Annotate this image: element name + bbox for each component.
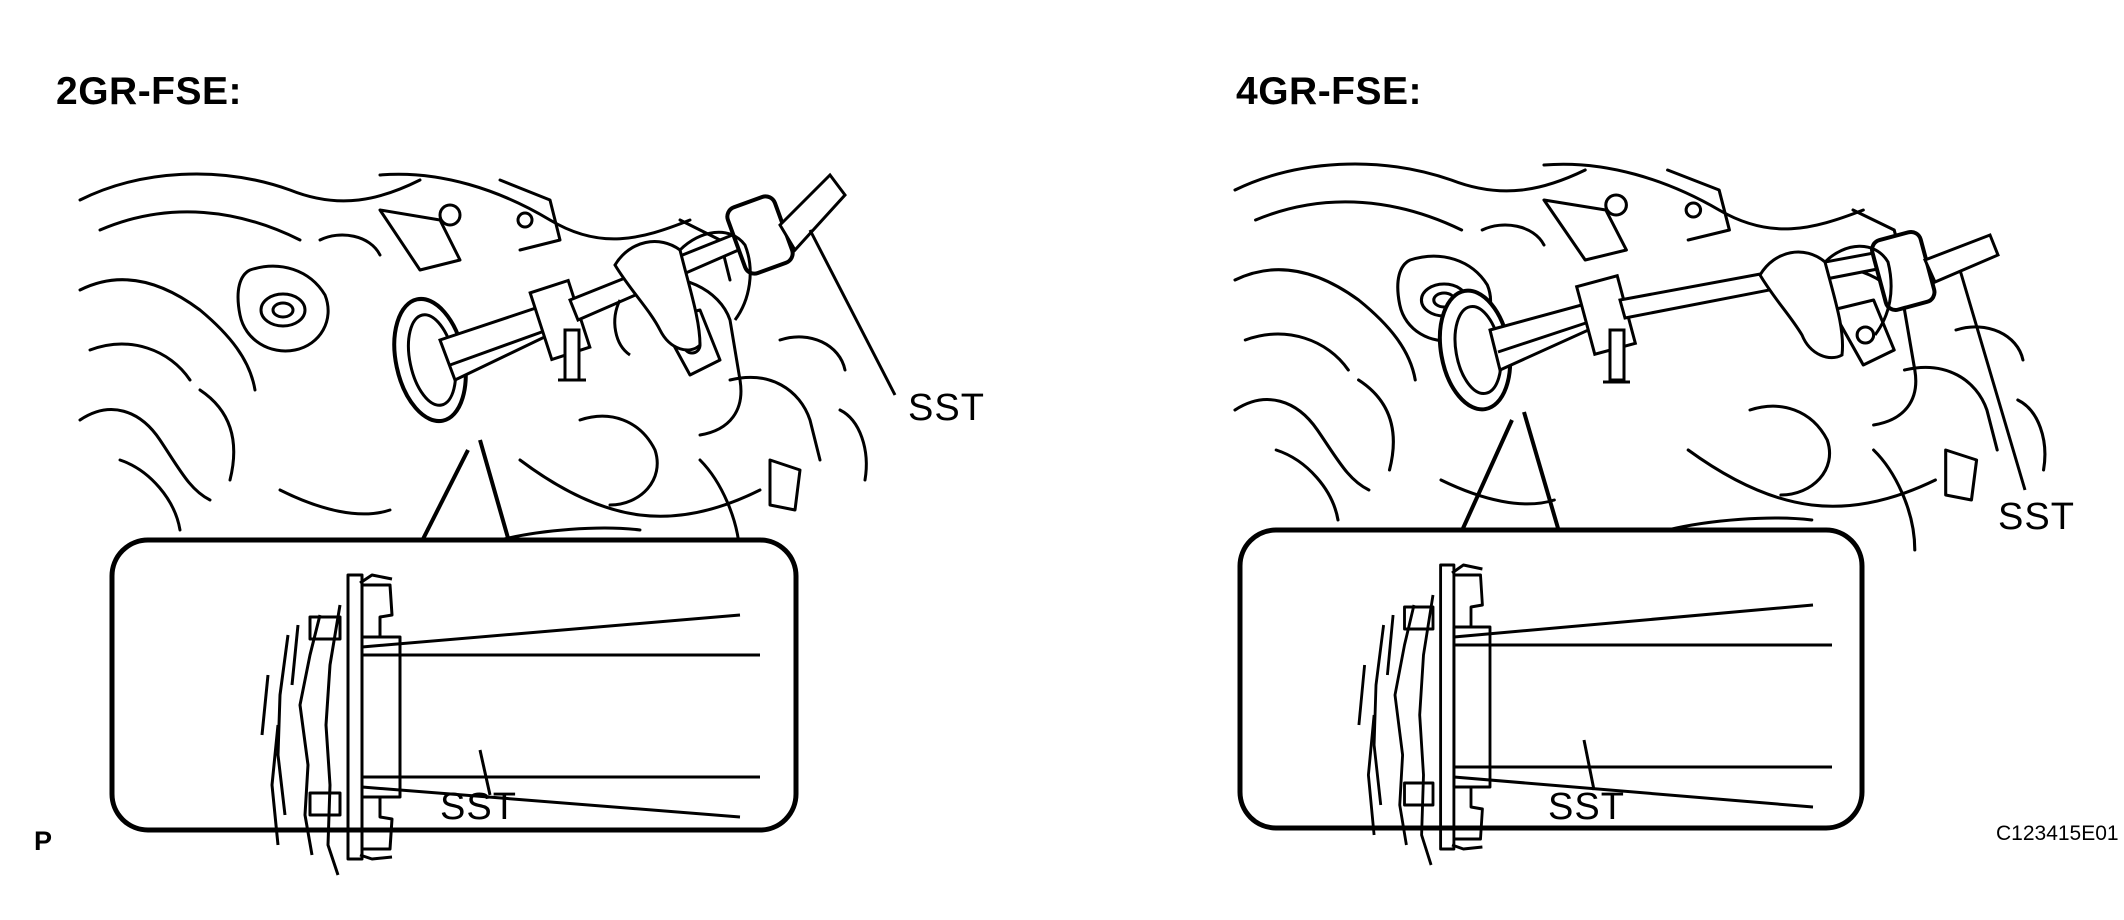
left-inset-sst-label: SST — [440, 786, 517, 828]
right-sst-callout-label: SST — [1998, 496, 2075, 538]
right-engine-title: 4GR-FSE: — [1236, 70, 1423, 113]
left-engine-title: 2GR-FSE: — [56, 70, 243, 113]
right-inset-box — [1237, 527, 1865, 867]
right-inset-sst-label: SST — [1548, 786, 1625, 828]
left-engine-illustration — [78, 172, 897, 562]
left-sst-callout-label: SST — [908, 387, 985, 429]
left-inset-box — [109, 537, 799, 877]
figure-code: C123415E01 — [1996, 822, 2119, 845]
corner-mark: P — [34, 826, 53, 856]
right-engine-illustration — [1233, 162, 2047, 552]
